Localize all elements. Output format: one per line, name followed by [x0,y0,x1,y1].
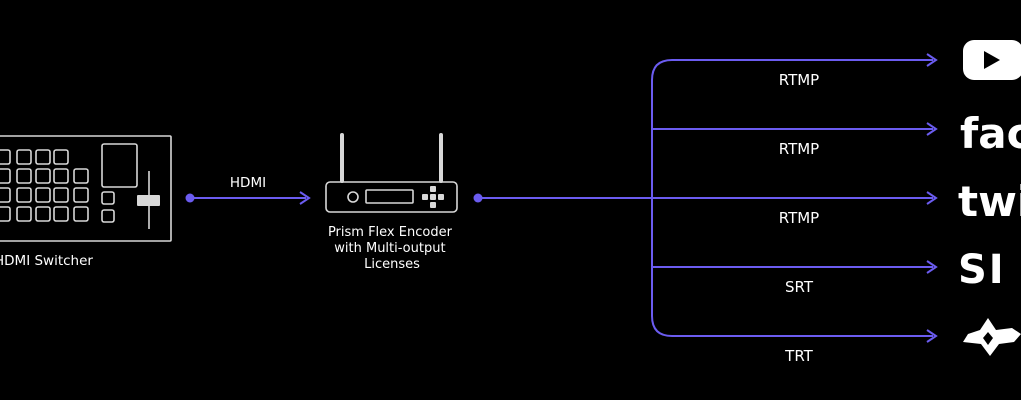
encoder-label-line-1: Prism Flex Encoder [328,225,453,240]
output-protocol-label: RTMP [779,71,819,89]
switcher-key [73,206,89,222]
output-protocol-label: RTMP [779,140,819,158]
output-branch-arrow [926,191,938,205]
encoder-label-line-2: with Multi-output [334,241,445,256]
encoder-label: Prism Flex Encoder with Multi-output Lic… [328,225,456,272]
output-branch-arrow [926,53,938,67]
switcher-key [16,168,32,184]
hdmi-connector-arrow [299,191,311,205]
encoder-label-line-3: Licenses [364,257,420,272]
youtube-logo-icon [963,40,1021,80]
switcher-key [73,168,89,184]
video-switcher-icon [0,135,172,242]
switcher-key [53,206,69,222]
output-branch-arrow [926,329,938,343]
switcher-key [53,149,69,165]
switcher-key [0,187,11,203]
output-branch-arrow [926,122,938,136]
switcher-key [73,187,89,203]
encoder-device-icon [325,133,458,213]
output-protocol-label: SRT [785,278,814,296]
switcher-key [35,206,51,222]
srt-logo-icon: SI [958,247,1006,293]
switcher-key [35,149,51,165]
switcher-key [0,168,11,184]
output-branch-arrow [926,260,938,274]
encoder-output-dot [473,193,483,203]
hdmi-connector-dot [185,193,195,203]
switcher-key [16,187,32,203]
switcher-key [0,206,11,222]
switcher-label: HDMI Switcher [0,253,93,269]
switcher-key [16,149,32,165]
output-protocol-label: TRT [784,347,813,365]
switcher-key [0,149,11,165]
facebook-logo-icon: fac [960,109,1021,158]
crown-logo-icon [963,318,1021,356]
hdmi-link-label: HDMI [230,175,266,191]
switcher-key [53,187,69,203]
output-protocol-label: RTMP [779,209,819,227]
twitch-logo-icon: twi [958,177,1021,226]
switcher-key [35,187,51,203]
switcher-key [16,206,32,222]
switcher-key [35,168,51,184]
switcher-key [53,168,69,184]
